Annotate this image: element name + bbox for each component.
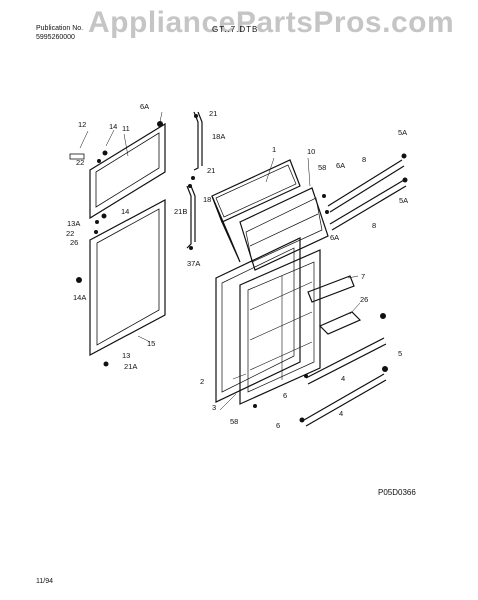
callout-11: 11 <box>122 124 130 133</box>
publication-number: 5995260000 <box>36 34 75 41</box>
callout-5a-bottom: 5A <box>399 196 408 205</box>
callout-5a-top: 5A <box>398 128 407 137</box>
callout-8-top: 8 <box>362 155 366 164</box>
freezer-door-gasket <box>89 122 166 220</box>
callout-12: 12 <box>78 120 86 129</box>
callout-22-top: 22 <box>76 158 84 167</box>
callout-18: 18 <box>203 195 211 204</box>
callout-15: 15 <box>147 339 155 348</box>
date-label: 11/94 <box>36 578 53 585</box>
callout-21-top: 21 <box>209 109 217 118</box>
callout-4-bottom: 4 <box>339 409 343 418</box>
callout-6a-bottom: 6A <box>330 233 339 242</box>
callout-37a: 37A <box>187 259 200 268</box>
fasteners <box>76 114 408 423</box>
callout-9: 10 <box>307 147 315 156</box>
egg-tray <box>318 311 362 335</box>
part-12-plate <box>69 153 85 160</box>
hinge-18 <box>186 185 196 249</box>
callout-14a: 14A <box>73 293 86 302</box>
model-label: GT..7.DTB <box>212 25 259 34</box>
callout-8-bottom: 8 <box>372 221 376 230</box>
callout-21b: 21B <box>174 207 187 216</box>
fresh-food-door-panel <box>215 237 301 403</box>
shelf-bar-lower <box>329 179 407 231</box>
bottom-bar-lower <box>303 373 387 427</box>
callout-58-bottom: 58 <box>230 417 238 426</box>
publication-block: Publication No. 5995260000 <box>36 24 83 42</box>
callout-21-mid: 21 <box>207 166 215 175</box>
callout-58-top: 58 <box>318 163 326 172</box>
callout-21a: 21A <box>124 362 137 371</box>
callout-13a: 13A <box>67 219 80 228</box>
callout-4-top: 4 <box>341 374 345 383</box>
callout-26: 26 <box>360 295 368 304</box>
callout-6-top: 6 <box>283 391 287 400</box>
freezer-door-panel <box>211 159 301 263</box>
hinge-18a <box>193 111 203 171</box>
callout-7: 7 <box>361 272 365 281</box>
callout-labels: 6A 21 12 14 11 18A 5A 1 10 8 6A 58 22 21… <box>66 102 408 430</box>
callout-1: 1 <box>272 145 276 154</box>
callout-10: 6A <box>140 102 149 111</box>
door-shelf <box>307 275 355 303</box>
callout-3: 3 <box>212 403 216 412</box>
watermark-text: AppliancePartsPros.com <box>88 6 455 39</box>
figure-code: P05D0366 <box>378 488 416 497</box>
callout-18a: 18A <box>212 132 225 141</box>
callout-6-bottom: 6 <box>276 421 280 430</box>
publication-label: Publication No. <box>36 25 84 32</box>
shelf-bar-upper <box>327 159 405 213</box>
freezer-door-liner <box>239 187 329 271</box>
callout-6a-top: 6A <box>336 161 345 170</box>
fresh-food-door-gasket <box>89 199 166 356</box>
callout-14-top: 14 <box>109 122 117 131</box>
callout-22-bottom: 26 <box>70 238 78 247</box>
fresh-food-door-liner <box>239 249 321 405</box>
callout-14-mid: 14 <box>121 207 129 216</box>
callout-13: 13 <box>122 351 130 360</box>
bottom-bar-upper <box>305 337 387 385</box>
callout-21c: 22 <box>66 229 74 238</box>
callout-5: 5 <box>398 349 402 358</box>
callout-2: 2 <box>200 377 204 386</box>
